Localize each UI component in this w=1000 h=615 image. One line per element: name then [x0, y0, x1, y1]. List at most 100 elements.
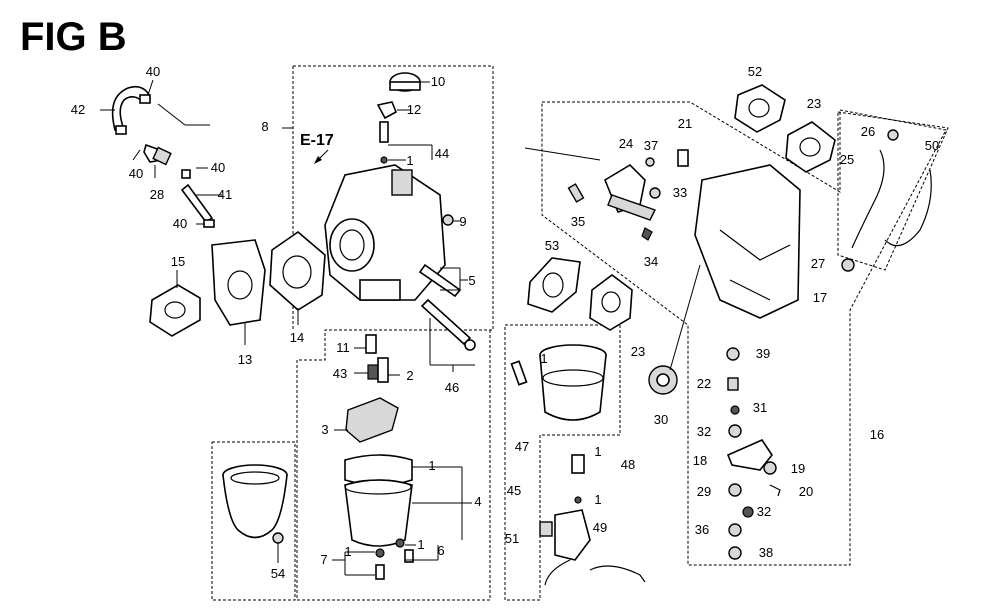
callout-1: 1 [594, 492, 601, 507]
solenoid-group [539, 454, 646, 586]
fuel-hose-42 [111, 85, 151, 131]
callout-24: 24 [619, 136, 633, 151]
callout-13: 13 [238, 352, 252, 367]
part-34 [641, 227, 653, 241]
part-36 [728, 523, 742, 537]
governor-frame [541, 101, 947, 566]
callout-35: 35 [571, 214, 585, 229]
callout-39: 39 [756, 346, 770, 361]
fuel-hose-group [111, 85, 215, 228]
part-12 [376, 101, 398, 120]
callout-26: 26 [861, 124, 875, 139]
callout-8: 8 [261, 119, 268, 134]
nut-27 [841, 258, 855, 272]
callout-42: 42 [71, 102, 85, 117]
hose-clip-40a [139, 94, 151, 104]
callout-29: 29 [697, 484, 711, 499]
callout-18: 18 [693, 453, 707, 468]
callout-6: 6 [437, 543, 444, 558]
callout-48: 48 [621, 457, 635, 472]
gasket-23a [785, 121, 836, 173]
callout-49: 49 [593, 520, 607, 535]
spring-25 [851, 149, 885, 249]
bolt-54 [272, 532, 284, 544]
screw-47 [510, 360, 528, 386]
drain-bolt-6 [404, 549, 414, 563]
callout-1: 1 [428, 458, 435, 473]
callout-43: 43 [333, 366, 347, 381]
cap-10-body [389, 81, 421, 91]
callout-9: 9 [459, 214, 466, 229]
callout-53: 53 [545, 238, 559, 253]
float-3 [345, 397, 399, 443]
callout-32: 32 [757, 504, 771, 519]
link-21 [677, 149, 689, 167]
callout-1: 1 [406, 153, 413, 168]
callout-23: 23 [807, 96, 821, 111]
control-plate-17 [694, 164, 801, 319]
callout-37: 37 [644, 138, 658, 153]
part-38 [728, 546, 742, 560]
float-bowl-1 [539, 354, 607, 421]
carburetor-body [324, 72, 476, 351]
bowl-kit-frame [504, 324, 621, 601]
reference-arrowhead [314, 156, 322, 164]
bowl-54 [222, 474, 288, 539]
callout-36: 36 [695, 522, 709, 537]
callout-5: 5 [468, 273, 475, 288]
callout-11: 11 [336, 340, 350, 355]
callout-40: 40 [146, 64, 160, 79]
reference-label: E-17 [300, 132, 334, 149]
callout-41: 41 [218, 187, 232, 202]
callout-14: 14 [290, 330, 304, 345]
pilot-screw-5 [418, 263, 462, 298]
fitting-51 [539, 521, 553, 537]
callout-54: 54 [271, 566, 285, 581]
callout-7: 7 [320, 552, 327, 567]
callout-23: 23 [631, 344, 645, 359]
bowl-bolt-7 [375, 564, 385, 580]
jet-43 [367, 364, 379, 380]
callout-40: 40 [129, 166, 143, 181]
lever-18 [726, 438, 773, 471]
carburetor-top-fitting [391, 169, 413, 196]
valve-48 [571, 454, 585, 474]
callout-22: 22 [697, 376, 711, 391]
washer-6 [395, 538, 405, 548]
needle-2 [377, 357, 389, 383]
gasket-52 [734, 84, 786, 133]
callout-17: 17 [813, 290, 827, 305]
callout-38: 38 [759, 545, 773, 560]
callout-10: 10 [431, 74, 445, 89]
plate-13 [211, 239, 266, 326]
jet-11 [365, 334, 377, 354]
gasket-group [149, 230, 326, 337]
callout-34: 34 [644, 254, 658, 269]
callout-16: 16 [870, 427, 884, 442]
part-31 [730, 405, 740, 415]
screw-44 [379, 121, 389, 143]
drain-screw-46 [420, 298, 472, 346]
callout-31: 31 [753, 400, 767, 415]
callout-51: 51 [505, 531, 519, 546]
callout-40: 40 [211, 160, 225, 175]
hose-clip-40d [181, 169, 191, 179]
fuel-filter-body [152, 146, 172, 166]
callout-44: 44 [435, 146, 449, 161]
carburetor-base [359, 279, 401, 301]
spring-50 [884, 169, 932, 247]
callout-27: 27 [811, 256, 825, 271]
callout-21: 21 [678, 116, 692, 131]
bolt-35 [567, 183, 585, 203]
callout-1: 1 [594, 444, 601, 459]
washer-1 [380, 156, 388, 164]
callout-19: 19 [791, 461, 805, 476]
hose-clip-40b [115, 125, 127, 135]
gasket-23b [589, 274, 633, 331]
part-19 [763, 461, 777, 475]
callout-3: 3 [321, 422, 328, 437]
washer-7 [375, 548, 385, 558]
solenoid-49 [554, 509, 591, 561]
control-plate-detail [719, 229, 791, 301]
callout-1: 1 [540, 351, 547, 366]
